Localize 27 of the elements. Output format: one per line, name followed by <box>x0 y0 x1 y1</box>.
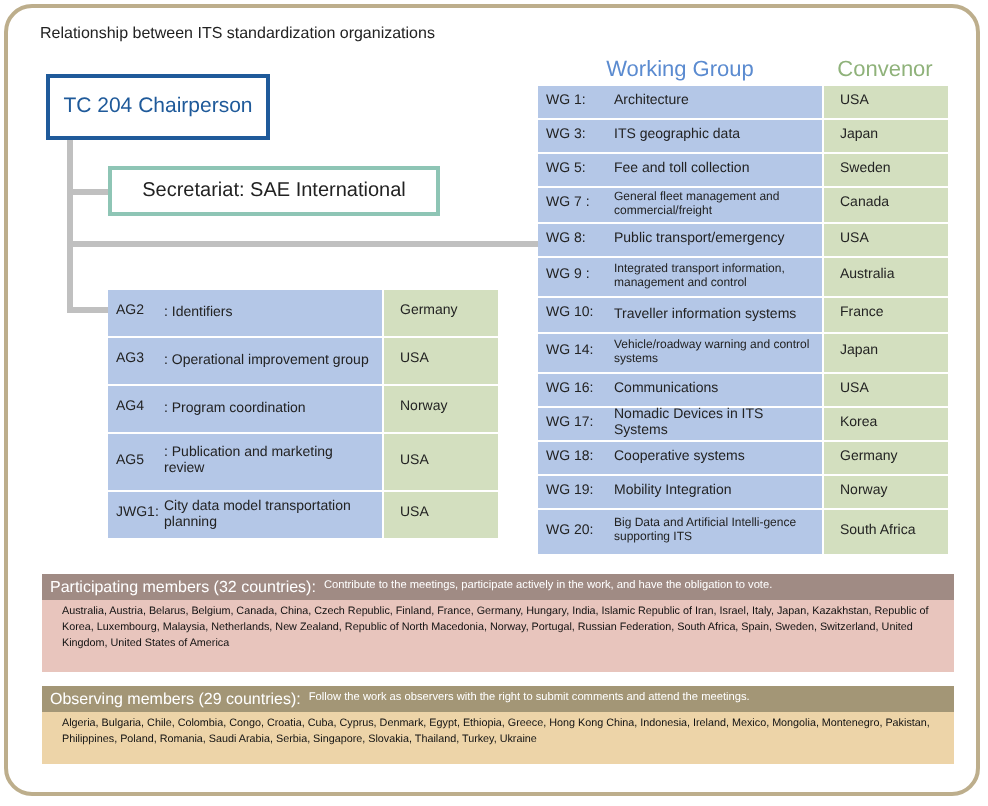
secretariat-box: Secretariat: SAE International <box>108 166 440 216</box>
table-row <box>538 188 948 222</box>
table-row <box>538 86 948 118</box>
table-row <box>538 154 948 186</box>
table-row <box>538 224 948 256</box>
table-row <box>538 334 948 372</box>
column-heading: Working Group <box>604 56 756 84</box>
table-row <box>108 290 498 336</box>
table-row <box>538 476 948 508</box>
table-row <box>538 258 948 296</box>
table-row <box>538 298 948 332</box>
table-row <box>538 442 948 474</box>
table-row <box>538 510 948 554</box>
band-title: Participating members (32 countries): <box>50 575 316 599</box>
chairperson-box: TC 204 Chairperson <box>46 74 270 140</box>
table-row <box>538 374 948 406</box>
table-row <box>108 434 498 490</box>
diagram-title: Relationship between ITS standardization organizations <box>40 22 435 46</box>
band-title: Observing members (29 countries): <box>50 687 301 711</box>
table-row <box>108 492 498 538</box>
column-heading: Convenor <box>835 56 935 84</box>
table-row <box>108 338 498 384</box>
table <box>108 290 498 538</box>
table-row <box>538 120 948 152</box>
table-row <box>108 386 498 432</box>
table <box>538 56 948 554</box>
table-row <box>538 408 948 440</box>
